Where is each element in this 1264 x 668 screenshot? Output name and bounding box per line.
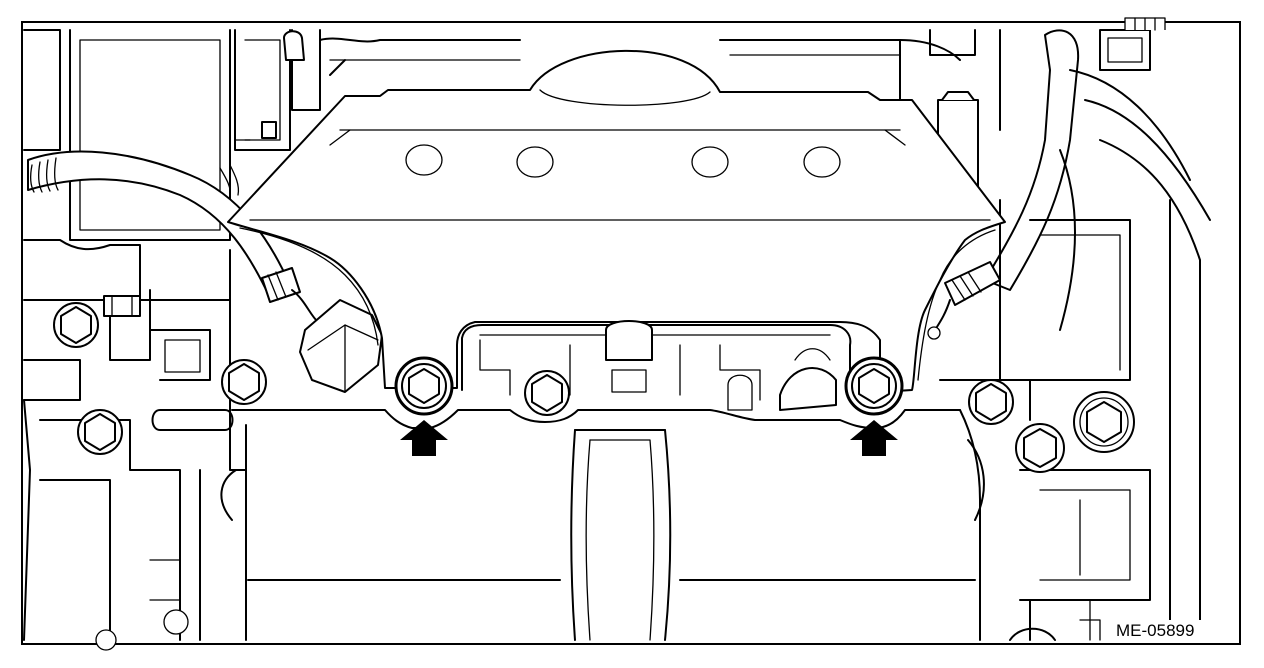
hex-bolt-icon xyxy=(844,356,904,416)
target-bolts xyxy=(394,356,904,416)
hex-bolt-icon xyxy=(968,379,1014,425)
figure-id-label: ME-05899 xyxy=(1116,620,1220,642)
up-arrow-icon xyxy=(400,420,448,456)
left-engine-structure xyxy=(23,29,521,651)
hex-bolts xyxy=(53,295,1135,473)
hex-bolt-icon xyxy=(1015,423,1065,473)
cover-plate xyxy=(227,49,1006,393)
intake-ports xyxy=(461,320,852,411)
hex-bolt-icon xyxy=(103,295,141,317)
hex-bolt-icon xyxy=(524,370,570,416)
hex-bolt-icon xyxy=(1073,391,1135,453)
hex-bolt-icon xyxy=(394,356,454,416)
up-arrow-icon xyxy=(850,420,898,456)
hex-bolt-icon xyxy=(77,409,123,455)
hex-bolt-icon xyxy=(221,359,267,405)
hex-bolt-icon xyxy=(53,302,99,348)
indicator-arrows xyxy=(400,420,898,456)
figure-frame xyxy=(21,21,1241,645)
right-engine-structure xyxy=(719,17,1211,641)
